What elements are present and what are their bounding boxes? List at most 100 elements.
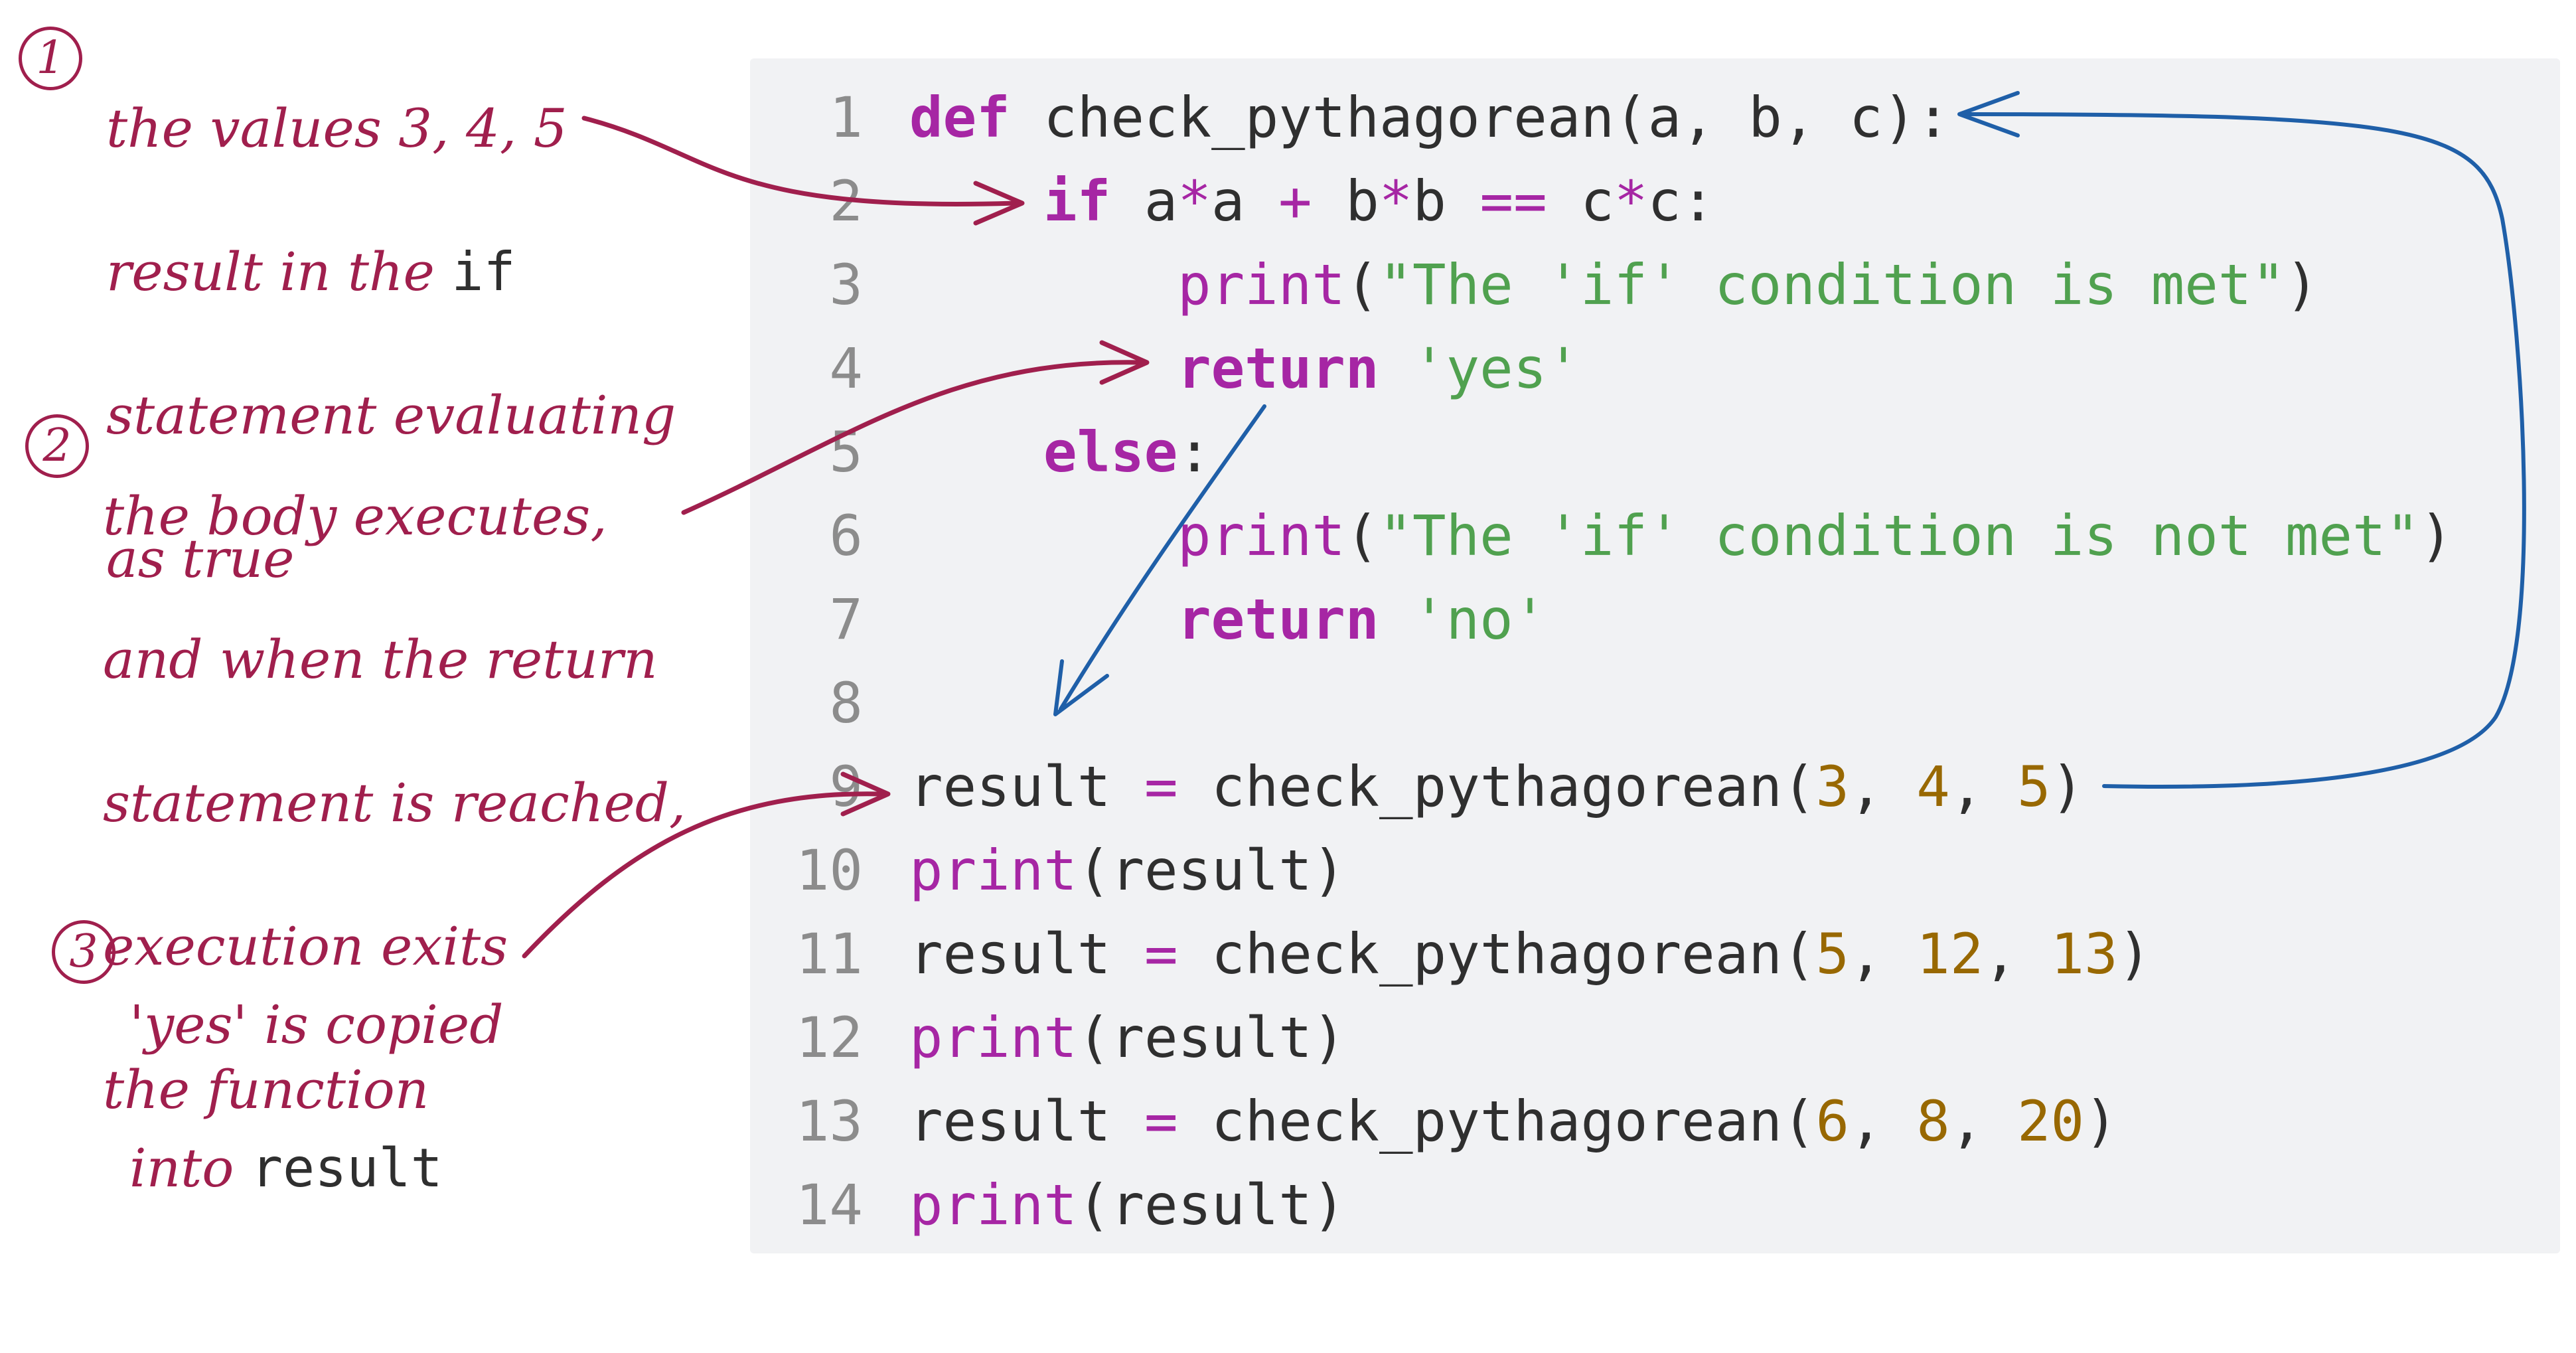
operator: * [1614, 169, 1648, 234]
code-line-1: 1 def check_pythagorean(a, b, c): [750, 70, 2560, 154]
number-literal: 20 [2016, 1089, 2085, 1154]
operator: = [1144, 921, 1178, 987]
code-line-12: 12 print(result) [750, 991, 2560, 1074]
code-line-8: 8 [750, 656, 2560, 740]
annotation-text: into [129, 1137, 251, 1199]
line-number: 10 [795, 838, 863, 903]
line-number: 14 [795, 1172, 863, 1237]
line-number: 4 [829, 336, 863, 401]
code-token: ( [1345, 503, 1379, 568]
number-literal: 6 [1815, 1089, 1850, 1154]
annotation-text: and when the return [103, 629, 658, 690]
code-line-5: 5 else: [750, 405, 2560, 489]
flow-arrows [522, 91, 2526, 959]
arrow-call-to-def [1963, 112, 2526, 789]
variable-result: result [909, 921, 1145, 987]
annotation-badge-3: 3 [52, 920, 115, 984]
code-token: c [1547, 169, 1614, 234]
keyword-return: return [1177, 587, 1379, 652]
annotation-text: 'yes' is copied [129, 994, 504, 1056]
keyword-else: else [1043, 420, 1178, 485]
builtin-print: print [909, 1005, 1077, 1070]
code-token: a [1211, 169, 1279, 234]
code-token: , [1849, 1089, 1917, 1154]
annotation-text: the body executes, [103, 485, 607, 547]
annotation-code: result [250, 1137, 443, 1199]
arrow-annotation-1 [581, 116, 1018, 206]
code-token: ) [2117, 921, 2152, 987]
arrow-return-to-result [1059, 404, 1266, 711]
keyword-if: if [1043, 169, 1111, 234]
string-literal: 'no' [1379, 587, 1547, 652]
number-literal: 12 [1916, 921, 1984, 987]
line-number: 6 [829, 503, 863, 568]
operator: * [1379, 169, 1413, 234]
arrowhead-annotation-3 [840, 771, 891, 817]
code-token: , [1983, 921, 2051, 987]
number-literal: 8 [1916, 1089, 1950, 1154]
keyword-def: def [909, 85, 1010, 150]
code-token: : [1177, 420, 1211, 485]
arrow-annotation-3 [522, 791, 885, 959]
code-token: c: [1647, 169, 1715, 234]
operator: = [1144, 754, 1178, 819]
line-number: 1 [829, 85, 863, 150]
builtin-print: print [1177, 503, 1345, 568]
number-literal: 5 [1815, 921, 1850, 987]
arrowhead-return-to-result [1053, 659, 1109, 716]
code-line-6: 6 print("The 'if' condition is not met") [750, 489, 2560, 572]
arrowhead-annotation-1 [973, 181, 1025, 226]
annotation-text: statement evaluating [106, 384, 676, 446]
builtin-print: print [1177, 252, 1345, 317]
annotation-badge-2: 2 [25, 414, 89, 478]
operator: = [1144, 1089, 1178, 1154]
code-line-2: 2 if a*a + b*b == c*c: [750, 154, 2560, 238]
function-call: check_pythagorean( [1177, 1089, 1816, 1154]
function-call: check_pythagorean( [1177, 921, 1816, 987]
annotation-badge-1: 1 [19, 27, 82, 90]
function-call: check_pythagorean( [1177, 754, 1816, 819]
code-token: ) [2084, 1089, 2118, 1154]
code-token: b [1412, 169, 1480, 234]
operator: + [1278, 169, 1312, 234]
code-token: ) [2419, 503, 2453, 568]
annotation-text: execution exits [103, 915, 508, 977]
builtin-print: print [909, 1172, 1077, 1237]
code-line-4: 4 return 'yes' [750, 321, 2560, 405]
code-token: (result) [1077, 838, 1346, 903]
line-number: 13 [795, 1089, 863, 1154]
code-token: (result) [1077, 1005, 1346, 1070]
arrow-annotation-2 [681, 360, 1144, 515]
annotation-text: result in the [106, 241, 452, 303]
number-literal: 4 [1916, 754, 1950, 819]
annotation-text: as true [106, 528, 295, 590]
code-line-9: 9 result = check_pythagorean(3, 4, 5) [750, 740, 2560, 823]
code-token: , [1949, 1089, 2017, 1154]
line-number: 8 [829, 671, 863, 736]
annotation-code: if [451, 241, 516, 303]
code-token: (result) [1077, 1172, 1346, 1237]
line-number: 11 [795, 921, 863, 987]
code-token: b [1312, 169, 1379, 234]
code-line-11: 11 result = check_pythagorean(5, 12, 13) [750, 907, 2560, 991]
string-literal: "The 'if' condition is met" [1379, 252, 2285, 317]
line-number: 12 [795, 1005, 863, 1070]
annotation-text: statement is reached, [103, 772, 686, 834]
string-literal: "The 'if' condition is not met" [1379, 503, 2420, 568]
code-token: ( [1345, 252, 1379, 317]
annotation-text: the function [103, 1059, 429, 1121]
annotation-1: the values 3, 4, 5 result in the if stat… [106, 21, 676, 667]
code-line-14: 14 print(result) [750, 1158, 2560, 1241]
annotation-3: 'yes' is copied into result [129, 917, 503, 1276]
number-literal: 5 [2016, 754, 2051, 819]
code-token: ) [2050, 754, 2085, 819]
variable-result: result [909, 1089, 1145, 1154]
annotation-2: the body executes, and when the return s… [103, 409, 686, 1198]
operator: * [1177, 169, 1211, 234]
code-line-7: 7 return 'no' [750, 572, 2560, 656]
number-literal: 3 [1815, 754, 1850, 819]
code-token: a [1110, 169, 1178, 234]
function-signature: check_pythagorean(a, b, c): [1010, 85, 1950, 150]
code-token: , [1849, 921, 1917, 987]
operator: == [1479, 169, 1547, 234]
